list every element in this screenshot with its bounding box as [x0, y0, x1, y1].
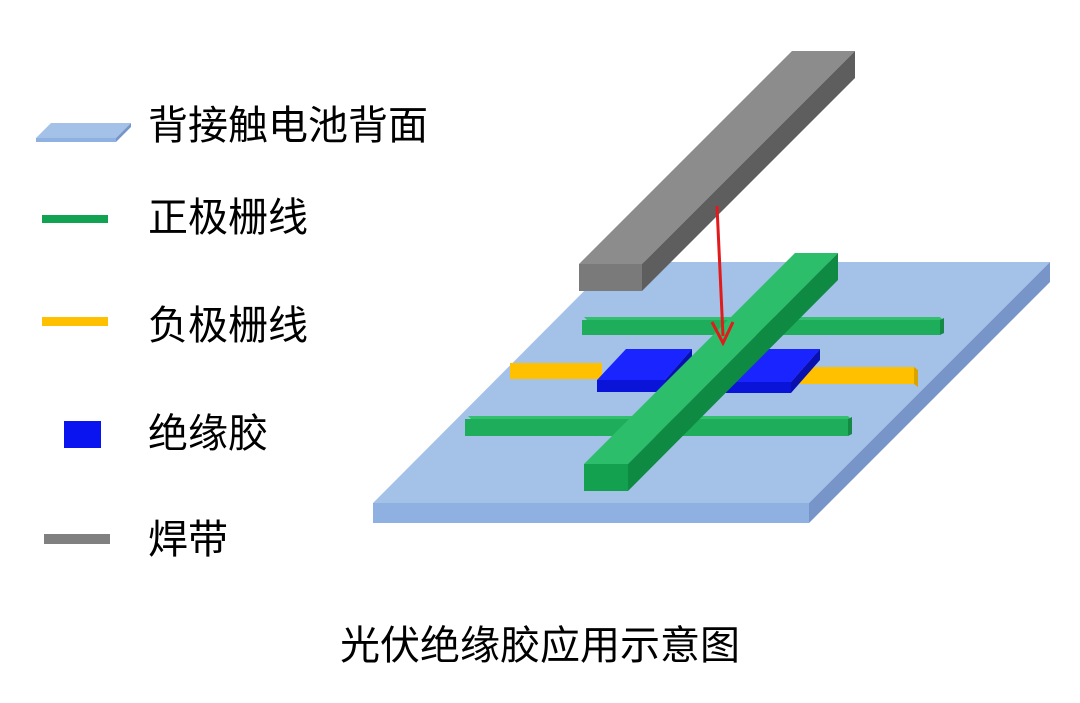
legend-item-ribbon: 焊带: [30, 510, 490, 570]
legend-label-insulation-glue: 绝缘胶: [148, 411, 268, 457]
legend-item-negative-finger: 负极栅线: [30, 296, 490, 356]
positive-busbar: [584, 253, 838, 491]
legend-label-negative-finger: 负极栅线: [148, 303, 308, 349]
positive-busbar-front: [584, 464, 628, 491]
legend-label-positive-finger: 正极栅线: [148, 195, 308, 241]
ribbon-swatch: [44, 534, 110, 544]
legend-item-cell-back: 背接触电池背面: [30, 96, 490, 156]
cell-back-swatch: [36, 123, 131, 142]
cell-back-plate-side: [809, 262, 1050, 523]
cell-back-plate-front: [373, 503, 809, 523]
positive-busbar-side: [628, 253, 838, 491]
welding-ribbon-front: [579, 264, 642, 291]
welding-ribbon-top: [579, 51, 855, 264]
legend-label-ribbon: 焊带: [148, 517, 228, 563]
negative-finger-left: [510, 363, 602, 379]
positive-finger-swatch: [42, 215, 108, 223]
red-arrow: [710, 205, 735, 347]
positive-busbar-top: [584, 253, 838, 464]
legend-item-insulation-glue: 绝缘胶: [30, 404, 490, 464]
insulation-glue-swatch: [64, 421, 101, 448]
legend-label-cell-back: 背接触电池背面: [148, 103, 428, 149]
welding-ribbon: [579, 51, 855, 291]
welding-ribbon-side: [642, 51, 855, 291]
negative-finger-swatch: [42, 317, 108, 326]
diagram-caption: 光伏绝缘胶应用示意图: [340, 623, 740, 669]
negative-finger-right: [798, 367, 918, 387]
legend-item-positive-finger: 正极栅线: [30, 188, 490, 248]
